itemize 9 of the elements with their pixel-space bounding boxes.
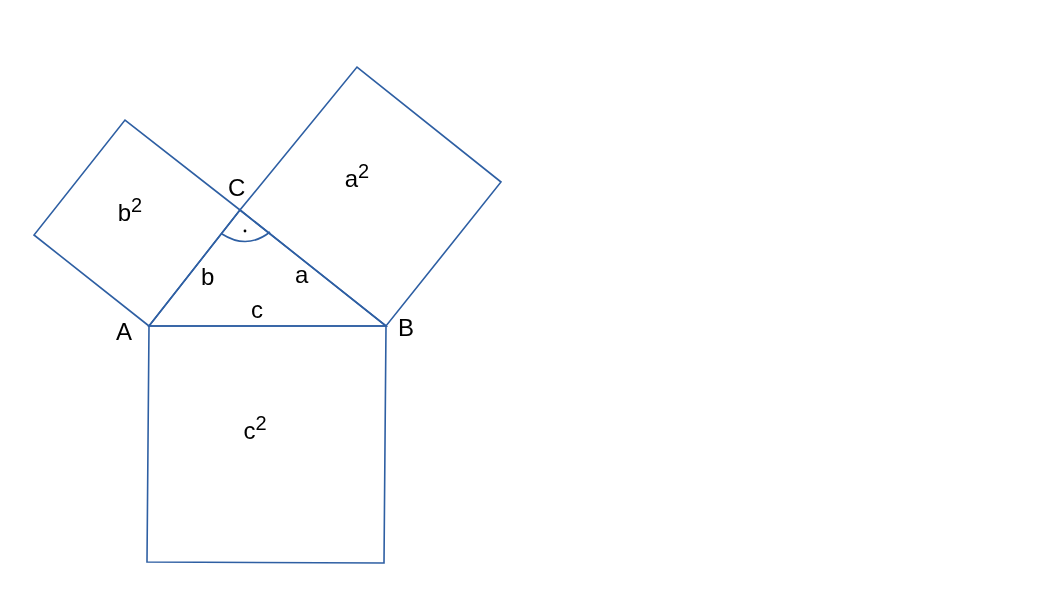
area-label: b$^{2}$ [117, 195, 143, 225]
side-label: b [201, 265, 215, 289]
side-label: a [295, 263, 309, 287]
vertex-label: C [228, 176, 246, 200]
area-label: c$^{2}$ [243, 413, 267, 443]
side-label: c [251, 298, 263, 322]
area-label: a$^{2}$ [344, 161, 370, 191]
vertex-label: A [116, 320, 132, 344]
vertex-label: B [398, 316, 414, 340]
